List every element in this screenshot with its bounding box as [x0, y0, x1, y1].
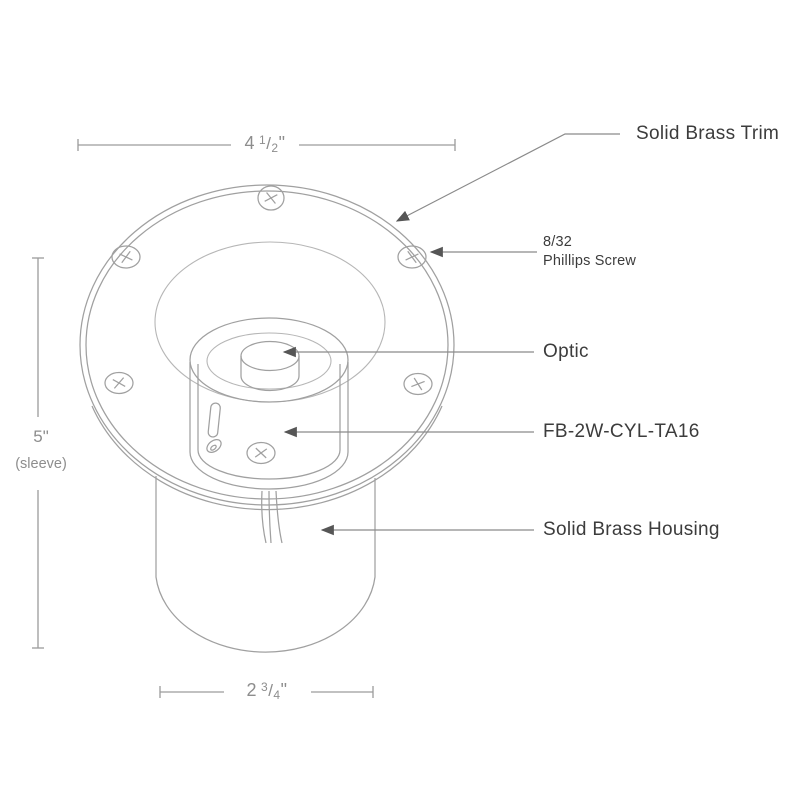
dim-side-label: 5": [33, 427, 49, 446]
dim-side-line: [32, 257, 44, 649]
lead-wires-drawing: [261, 490, 283, 544]
housing-drawing: [155, 476, 376, 653]
label-screw-type: Phillips Screw: [543, 252, 637, 269]
leader-trim: [395, 133, 620, 222]
phillips-screw-icon: [397, 245, 427, 269]
phillips-screw-icon: [104, 371, 134, 395]
dim-top-line: [77, 139, 456, 151]
dim-top-unit: ": [278, 133, 286, 153]
dim-bottom-line: [159, 686, 374, 698]
trim-plate-drawing: [79, 184, 455, 511]
phillips-screw-icon: [246, 441, 276, 465]
label-optic: Optic: [543, 341, 589, 362]
dim-bottom-unit: ": [280, 680, 288, 700]
phillips-screw-icon: [403, 372, 433, 396]
module-slot: [207, 402, 221, 438]
phillips-screw-icon: [257, 185, 285, 211]
dim-side-note: (sleeve): [15, 456, 67, 472]
label-screw-size: 8/32: [543, 234, 573, 250]
dim-bottom-whole: 2: [246, 680, 258, 700]
phillips-screw-icons: [104, 185, 433, 465]
label-model-number: FB-2W-CYL-TA16: [543, 421, 700, 442]
label-phillips-screw: 8/32 Phillips Screw: [543, 233, 636, 270]
label-solid-brass-housing: Solid Brass Housing: [543, 519, 720, 540]
label-solid-brass-trim: Solid Brass Trim: [636, 123, 780, 144]
dim-bottom-fraction: 3/4: [261, 680, 281, 702]
dim-top-whole: 4: [244, 133, 256, 153]
leader-lines: [282, 133, 620, 536]
set-screw-icon: [206, 438, 222, 454]
dim-top-fraction: 1/2: [259, 133, 279, 155]
phillips-screw-icon: [111, 245, 141, 269]
optic-drawing: [240, 340, 300, 392]
lamp-module-drawing: [189, 317, 349, 544]
dimension-lines: [32, 139, 456, 698]
